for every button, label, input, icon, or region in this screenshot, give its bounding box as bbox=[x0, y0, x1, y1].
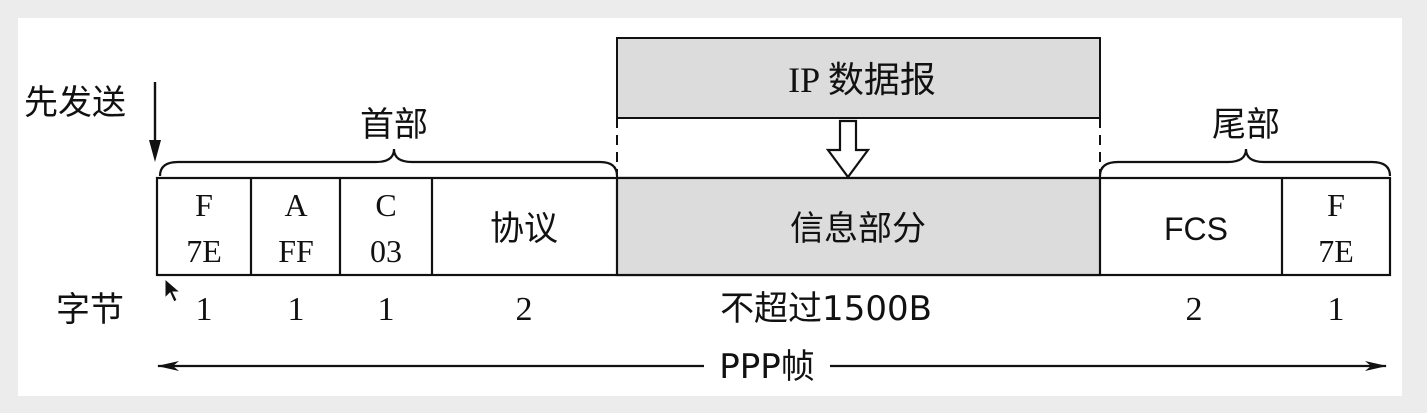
bytes-fcs: 2 bbox=[1186, 291, 1203, 328]
mouse-cursor-icon bbox=[164, 277, 182, 303]
bytes-info: 不超过1500B bbox=[720, 289, 932, 329]
bytes-control: 1 bbox=[378, 291, 395, 328]
ip-datagram-label: IP 数据报 bbox=[788, 60, 936, 100]
field-flag-start-value: 7E bbox=[186, 233, 222, 269]
ip-datagram-box bbox=[616, 37, 1101, 119]
frame-label: PPP帧 bbox=[719, 347, 815, 387]
bytes-label: 字节 bbox=[56, 290, 124, 330]
bytes-protocol: 2 bbox=[516, 291, 533, 328]
header-brace bbox=[158, 148, 619, 177]
header-label: 首部 bbox=[360, 105, 428, 145]
field-flag-start-name: F bbox=[195, 187, 213, 223]
frame-fields: F 7E A FF C 03 协议 信息部分 FCS F 7E bbox=[155, 176, 1392, 277]
field-control-value: 03 bbox=[370, 233, 402, 269]
field-fcs-name: FCS bbox=[1164, 211, 1228, 247]
trailer-label: 尾部 bbox=[1212, 105, 1280, 145]
field-info-name: 信息部分 bbox=[790, 209, 926, 249]
field-control-name: C bbox=[375, 187, 396, 223]
field-protocol-name: 协议 bbox=[490, 209, 558, 249]
bytes-address: 1 bbox=[288, 291, 305, 328]
field-info-shade bbox=[615, 176, 1102, 277]
trailer-brace bbox=[1098, 148, 1392, 177]
field-flag-end-name: F bbox=[1327, 187, 1345, 223]
field-address-value: FF bbox=[278, 233, 314, 269]
field-flag-end-value: 7E bbox=[1318, 233, 1354, 269]
encapsulation-arrow-icon bbox=[825, 119, 871, 179]
field-address-name: A bbox=[284, 187, 307, 223]
send-first-label: 先发送 bbox=[24, 83, 126, 123]
bytes-flag-start: 1 bbox=[196, 291, 213, 328]
send-first-arrow bbox=[149, 82, 161, 162]
bytes-flag-end: 1 bbox=[1328, 291, 1345, 328]
